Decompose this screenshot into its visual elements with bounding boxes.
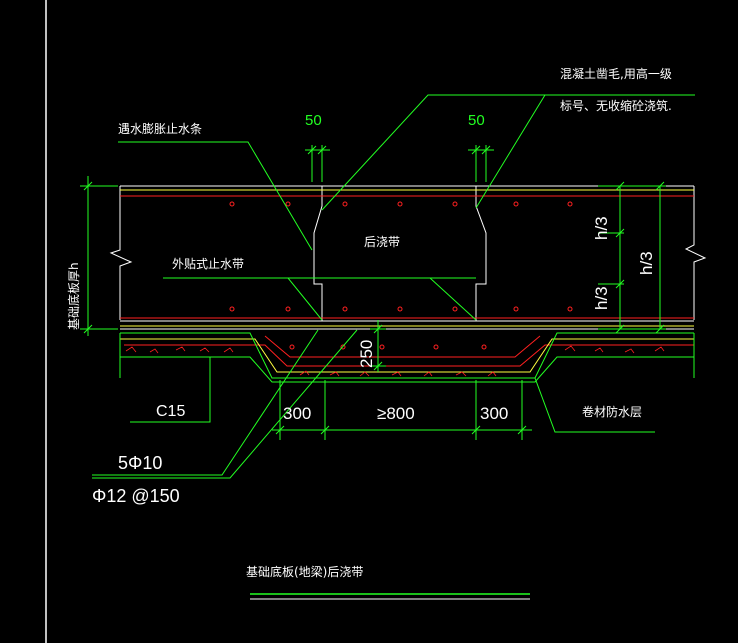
concrete-note-line1: 混凝土凿毛,用高一级 [560, 66, 672, 81]
cushion-hatch [125, 345, 665, 377]
dim-width-left-text: 300 [283, 404, 311, 423]
rebar-stirrup-label: Φ12 @150 [92, 486, 180, 506]
external-waterstop-label: 外贴式止水带 [172, 257, 244, 271]
rebar-main-label: 5Φ10 [118, 453, 162, 473]
leader-lines [92, 94, 695, 479]
cushion-lines [119, 332, 695, 383]
dim-gap-left [305, 145, 330, 182]
post-pour-band-label: 后浇带 [364, 235, 400, 249]
dim-h3-top-text: h/3 [592, 216, 611, 240]
slab-thickness-label: 基础底板厚h [66, 262, 81, 330]
dim-depth-text: 250 [357, 340, 376, 368]
dim-depth [370, 320, 386, 372]
dim-gap-right-text: 50 [468, 112, 485, 129]
concrete-note-line2: 标号、无收缩砼浇筑. [560, 98, 672, 113]
rebar-lines [120, 195, 694, 367]
dim-gap-right [468, 145, 494, 182]
rebar-dots [229, 201, 573, 350]
drawing-title: 基础底板(地梁)后浇带 [246, 564, 363, 579]
dim-h3-right [598, 181, 666, 334]
dim-width-right-text: 300 [480, 404, 508, 423]
waterproof-lines [120, 189, 694, 373]
dim-h3-bottom-text: h/3 [592, 286, 611, 310]
dim-slab-thickness [80, 176, 118, 336]
cushion-label: C15 [156, 403, 185, 420]
dim-gap-left-text: 50 [305, 112, 322, 129]
dim-widths [272, 380, 532, 440]
membrane-label: 卷材防水层 [582, 404, 642, 419]
swelling-waterstop-label: 遇水膨胀止水条 [118, 122, 202, 136]
dim-h3-right-text: h/3 [637, 251, 656, 275]
dim-width-middle-text: ≥800 [377, 404, 415, 423]
